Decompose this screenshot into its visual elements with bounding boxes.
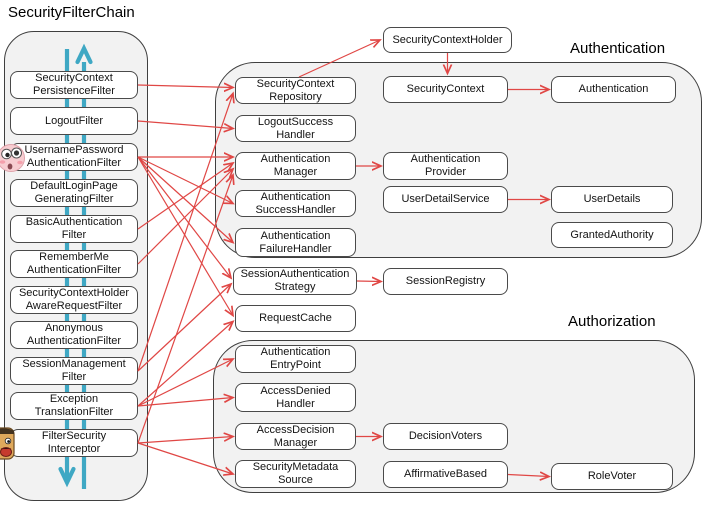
node-label: SecurityContext PersistenceFilter	[33, 72, 115, 97]
node-authentication-manager: Authentication Manager	[235, 152, 356, 180]
node-security-context-holder-aware-request-filter: SecurityContextHolder AwareRequestFilter	[10, 286, 138, 314]
node-decision-voters: DecisionVoters	[383, 423, 508, 450]
node-label: LogoutSuccess Handler	[257, 115, 334, 141]
node-authentication-success-handler: Authentication SuccessHandler	[235, 190, 356, 217]
node-label: Authentication Provider	[410, 153, 481, 178]
node-label: DecisionVoters	[408, 430, 483, 442]
node-user-detail-service: UserDetailService	[383, 186, 508, 213]
node-session-management-filter: SessionManagement Filter	[10, 357, 138, 385]
node-request-cache: RequestCache	[235, 305, 356, 332]
node-label: SessionAuthentication Strategy	[240, 268, 350, 293]
node-label: FilterSecurity Interceptor	[41, 430, 107, 455]
node-label: AffirmativeBased	[404, 468, 487, 480]
node-label: Authentication EntryPoint	[260, 346, 331, 371]
node-authentication: Authentication	[551, 76, 676, 103]
authorization-group-label: Authorization	[568, 313, 656, 330]
node-security-context-holder: SecurityContextHolder	[383, 27, 512, 53]
node-access-decision-manager: AccessDecision Manager	[235, 423, 356, 450]
node-label: UsernamePassword AuthenticationFilter	[24, 144, 124, 169]
node-label: AccessDenied Handler	[260, 384, 331, 410]
node-basic-authentication-filter: BasicAuthentication Filter	[10, 215, 138, 243]
node-security-context-persistence-filter: SecurityContext PersistenceFilter	[10, 71, 138, 99]
diagram-title: SecurityFilterChain	[8, 4, 135, 21]
node-authentication-entry-point: Authentication EntryPoint	[235, 345, 356, 373]
node-role-voter: RoleVoter	[551, 463, 673, 490]
node-label: AccessDecision Manager	[256, 423, 335, 449]
node-exception-translation-filter: Exception TranslationFilter	[10, 392, 138, 420]
node-logout-filter: LogoutFilter	[10, 107, 138, 135]
node-granted-authority: GrantedAuthority	[551, 222, 673, 248]
node-label: SecurityContext Repository	[256, 77, 335, 103]
node-label: Anonymous AuthenticationFilter	[26, 322, 122, 347]
authentication-group-label: Authentication	[570, 40, 666, 57]
node-logout-success-handler: LogoutSuccess Handler	[235, 115, 356, 142]
node-label: GrantedAuthority	[570, 228, 654, 241]
node-label: SecurityContextHolder	[392, 33, 503, 46]
node-label: DefaultLoginPage GeneratingFilter	[30, 180, 118, 205]
node-label: SecurityContextHolder AwareRequestFilter	[18, 287, 130, 312]
edge-sas-sreg	[356, 281, 381, 282]
node-label: SessionManagement Filter	[22, 358, 126, 383]
node-user-details: UserDetails	[551, 186, 673, 213]
node-label: SecurityContext	[406, 83, 485, 95]
node-session-registry: SessionRegistry	[383, 268, 508, 295]
node-default-login-page-generating-filter: DefaultLoginPage GeneratingFilter	[10, 179, 138, 207]
node-label: SessionRegistry	[405, 275, 486, 287]
node-security-context: SecurityContext	[383, 76, 508, 103]
node-label: SecurityMetadata Source	[252, 461, 339, 486]
node-access-denied-handler: AccessDenied Handler	[235, 383, 356, 412]
node-label: Authentication FailureHandler	[259, 229, 332, 255]
node-username-password-authentication-filter: UsernamePassword AuthenticationFilter	[10, 143, 138, 171]
node-label: RequestCache	[259, 312, 332, 324]
node-authentication-provider: Authentication Provider	[383, 152, 508, 180]
node-label: Authentication SuccessHandler	[255, 190, 336, 216]
node-label: Authentication Manager	[260, 153, 331, 178]
node-anonymous-authentication-filter: Anonymous AuthenticationFilter	[10, 321, 138, 349]
node-session-authentication-strategy: SessionAuthentication Strategy	[233, 267, 357, 295]
node-label: UserDetails	[583, 193, 641, 205]
node-label: RememberMe AuthenticationFilter	[26, 251, 122, 276]
node-label: LogoutFilter	[44, 114, 104, 127]
node-label: Exception TranslationFilter	[34, 393, 114, 418]
node-label: BasicAuthentication Filter	[25, 216, 123, 241]
node-label: RoleVoter	[587, 470, 637, 482]
node-filter-security-interceptor: FilterSecurity Interceptor	[10, 429, 138, 457]
node-remember-me-authentication-filter: RememberMe AuthenticationFilter	[10, 250, 138, 278]
edge-f9-sas	[137, 284, 231, 372]
node-authentication-failure-handler: Authentication FailureHandler	[235, 228, 356, 257]
node-security-metadata-source: SecurityMetadata Source	[235, 460, 356, 488]
node-label: UserDetailService	[401, 193, 490, 205]
node-security-context-repository: SecurityContext Repository	[235, 77, 356, 104]
node-label: Authentication	[578, 83, 649, 95]
node-affirmative-based: AffirmativeBased	[383, 461, 508, 488]
